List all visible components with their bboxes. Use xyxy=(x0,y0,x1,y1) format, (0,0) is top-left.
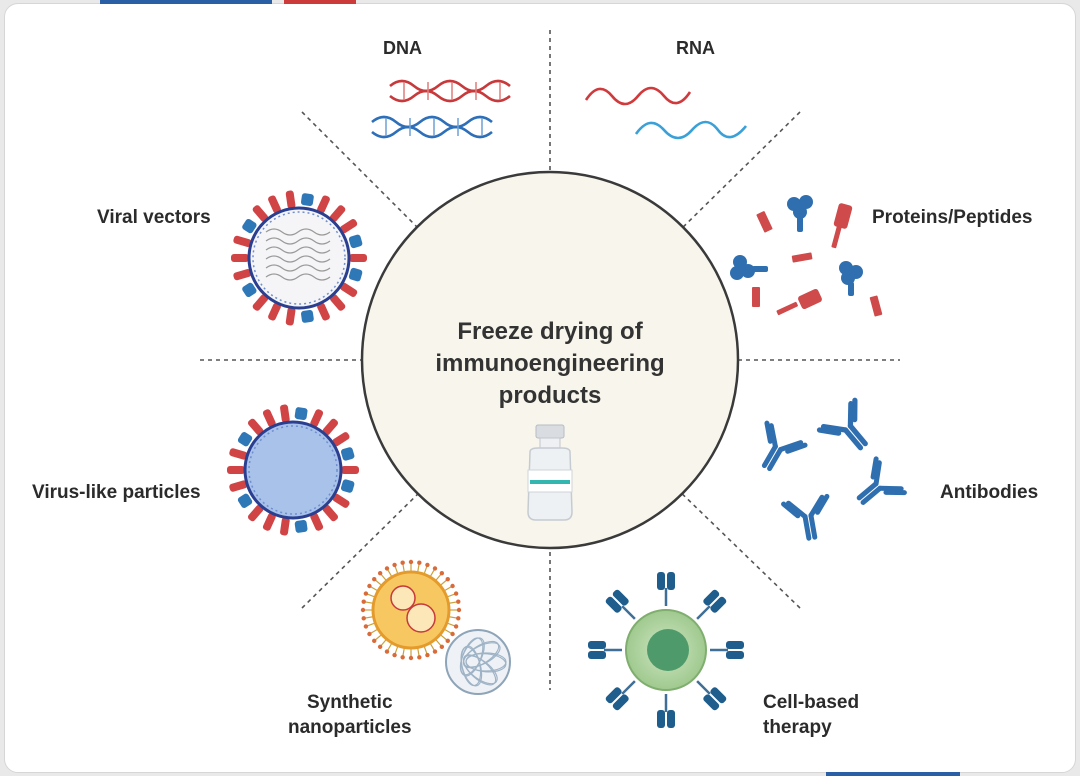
proteins-peptides-icon xyxy=(730,195,883,317)
rna-icon xyxy=(584,86,748,140)
synthetic-nanoparticles-icon xyxy=(360,559,511,695)
accent-bar-red xyxy=(284,0,356,4)
label-cell-based-therapy-line-2: therapy xyxy=(763,717,832,738)
divider-bottom-right xyxy=(671,483,801,609)
label-viral-vectors: Viral vectors xyxy=(97,207,211,228)
divider-bottom-left xyxy=(301,483,429,609)
divider-top-right xyxy=(671,111,801,239)
accent-bar-bottom xyxy=(826,772,960,776)
label-dna: DNA xyxy=(383,38,422,58)
center-title-line-3: products xyxy=(498,382,602,409)
label-cell-based-therapy-line-1: Cell-based xyxy=(763,692,860,713)
dna-icon xyxy=(371,79,511,139)
divider-top-left xyxy=(301,111,429,239)
center-circle xyxy=(360,170,740,550)
label-rna: RNA xyxy=(676,38,715,58)
divider-lines xyxy=(200,30,900,690)
label-cell-based-therapy: Cell-based therapy xyxy=(763,690,859,740)
center-title-line-2: immunoengineering xyxy=(435,350,665,377)
label-antibodies: Antibodies xyxy=(940,482,1039,503)
accent-bar-blue xyxy=(100,0,272,4)
label-proteins-peptides: Proteins/Peptides xyxy=(872,207,1033,228)
vial-icon xyxy=(527,424,573,521)
label-virus-like-particles: Virus-like particles xyxy=(32,482,201,503)
label-synthetic-nanoparticles: Synthetic nanoparticles xyxy=(288,690,412,740)
center-title: Freeze drying of immunoengineering produ… xyxy=(400,316,700,412)
cell-based-therapy-icon xyxy=(588,572,744,728)
antibodies-icon xyxy=(761,397,907,541)
viral-vector-icon xyxy=(231,190,367,326)
label-synthetic-nanoparticles-line-2: nanoparticles xyxy=(288,717,412,738)
virus-like-particle-icon xyxy=(227,404,359,536)
label-synthetic-nanoparticles-line-1: Synthetic xyxy=(307,692,393,713)
center-title-line-1: Freeze drying of xyxy=(457,318,643,345)
